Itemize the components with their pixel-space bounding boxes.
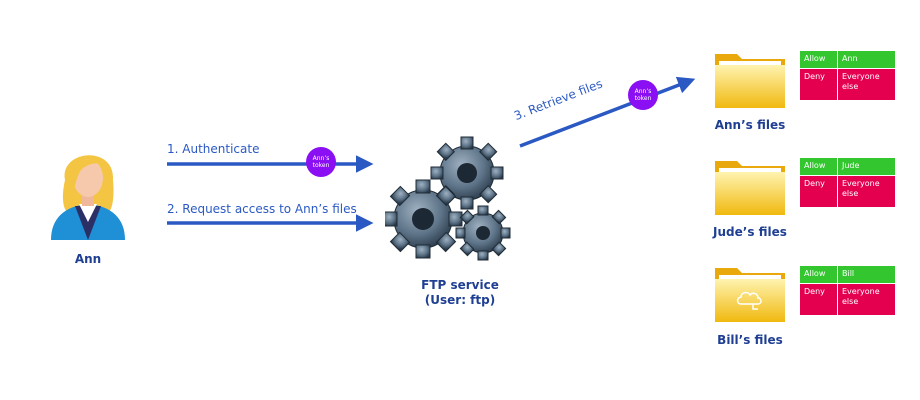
folder-name-jude: Jude’s files — [713, 225, 787, 239]
acl-deny-label: Deny — [800, 176, 838, 207]
token-badge-authenticate: Ann’s token — [306, 147, 336, 177]
user-avatar-icon — [51, 155, 125, 240]
acl-deny-who: Everyone else — [838, 176, 895, 207]
acl-allow-label: Allow — [800, 266, 838, 283]
token-line2: token — [634, 95, 652, 102]
ftp-service-gears-icon — [385, 136, 511, 261]
step-authenticate-label: 1. Authenticate — [167, 142, 260, 156]
acl-table-bill: Allow Bill Deny Everyone else — [800, 266, 895, 315]
acl-allow-who: Bill — [838, 266, 895, 283]
ftp-service-subtitle: (User: ftp) — [424, 293, 496, 307]
acl-allow-label: Allow — [800, 158, 838, 175]
token-badge-retrieve: Ann’s token — [628, 80, 658, 110]
acl-allow-who: Ann — [838, 51, 895, 68]
user-name: Ann — [74, 252, 102, 266]
folder-icon-bill — [715, 268, 785, 322]
ftp-service-title: FTP service — [421, 278, 499, 292]
acl-deny-who: Everyone else — [838, 284, 895, 315]
acl-allow-label: Allow — [800, 51, 838, 68]
acl-deny-label: Deny — [800, 69, 838, 100]
folder-icon-ann — [715, 54, 785, 108]
folder-name-bill: Bill’s files — [717, 333, 783, 347]
acl-deny-who: Everyone else — [838, 69, 895, 100]
step-request-access-label: 2. Request access to Ann’s files — [167, 202, 357, 216]
acl-table-ann: Allow Ann Deny Everyone else — [800, 51, 895, 100]
retrieve-files-arrow — [519, 76, 696, 148]
folder-icon-jude — [715, 161, 785, 215]
acl-table-jude: Allow Jude Deny Everyone else — [800, 158, 895, 207]
token-line1: Ann’s — [312, 155, 330, 162]
token-line2: token — [312, 162, 330, 169]
folder-name-ann: Ann’s files — [714, 118, 786, 132]
acl-allow-who: Jude — [838, 158, 895, 175]
acl-deny-label: Deny — [800, 284, 838, 315]
token-line1: Ann’s — [634, 88, 652, 95]
